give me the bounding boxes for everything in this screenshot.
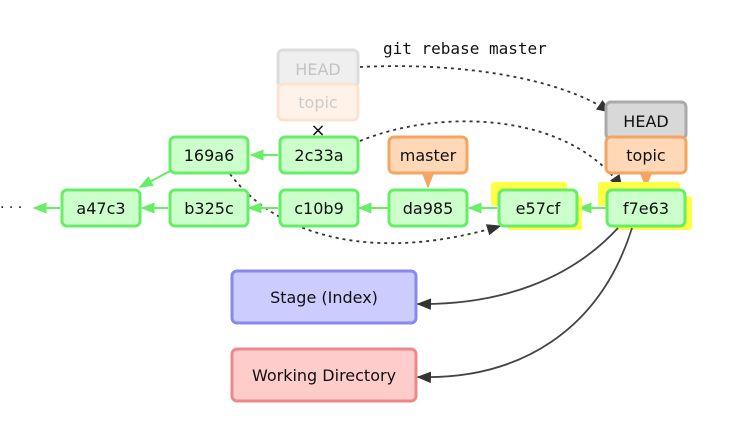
commit-169a6[interactable]: 169a6 xyxy=(168,135,250,175)
ghost-head-label: HEAD xyxy=(295,60,340,79)
commit-e57cf-label: e57cf xyxy=(516,199,561,218)
commit-f7e63[interactable]: f7e63 xyxy=(598,182,692,230)
head-ref-label: HEAD xyxy=(623,112,668,131)
stage-index-box[interactable]: Stage (Index) xyxy=(230,269,418,325)
commit-links xyxy=(32,149,606,214)
working-directory-box[interactable]: Working Directory xyxy=(230,347,418,403)
arrow-f7e63-to-stage xyxy=(416,227,619,310)
commit-2c33a-label: 2c33a xyxy=(294,146,343,165)
commit-e57cf[interactable]: e57cf xyxy=(491,182,582,230)
commit-c10b9-label: c10b9 xyxy=(294,199,344,218)
link-169a6-a47c3 xyxy=(138,169,173,188)
commit-b325c[interactable]: b325c xyxy=(168,188,250,228)
branch-master-label: master xyxy=(400,146,457,165)
branch-master[interactable]: master xyxy=(387,135,469,175)
commit-da985-label: da985 xyxy=(403,199,454,218)
commit-c10b9[interactable]: c10b9 xyxy=(278,188,360,228)
branch-topic-label: topic xyxy=(626,146,665,165)
ghost-topic-box xyxy=(276,82,360,122)
commit-a47c3-label: a47c3 xyxy=(76,199,125,218)
commit-da985[interactable]: da985 xyxy=(387,188,469,228)
rebase-arrow-169a6-to-e57cf xyxy=(229,173,502,245)
rebase-arrow-2c33a-to-f7e63 xyxy=(359,120,623,190)
working-directory-label: Working Directory xyxy=(252,366,396,385)
branch-topic[interactable]: topic xyxy=(604,135,688,175)
command-label: git rebase master xyxy=(383,39,547,58)
commit-169a6-label: 169a6 xyxy=(184,146,235,165)
history-ellipsis: · · · xyxy=(0,200,22,216)
rebase-command-arrow xyxy=(359,65,612,113)
ghost-refs: HEAD topic xyxy=(276,48,360,122)
commit-2c33a[interactable]: 2c33a xyxy=(278,135,360,175)
commit-a47c3[interactable]: a47c3 xyxy=(60,188,142,228)
commit-f7e63-label: f7e63 xyxy=(623,199,669,218)
commit-b325c-label: b325c xyxy=(184,199,234,218)
arrow-f7e63-to-working xyxy=(416,227,633,384)
ghost-topic-label: topic xyxy=(298,93,337,112)
stage-index-label: Stage (Index) xyxy=(270,288,378,307)
head-ref[interactable]: HEAD xyxy=(604,100,688,141)
